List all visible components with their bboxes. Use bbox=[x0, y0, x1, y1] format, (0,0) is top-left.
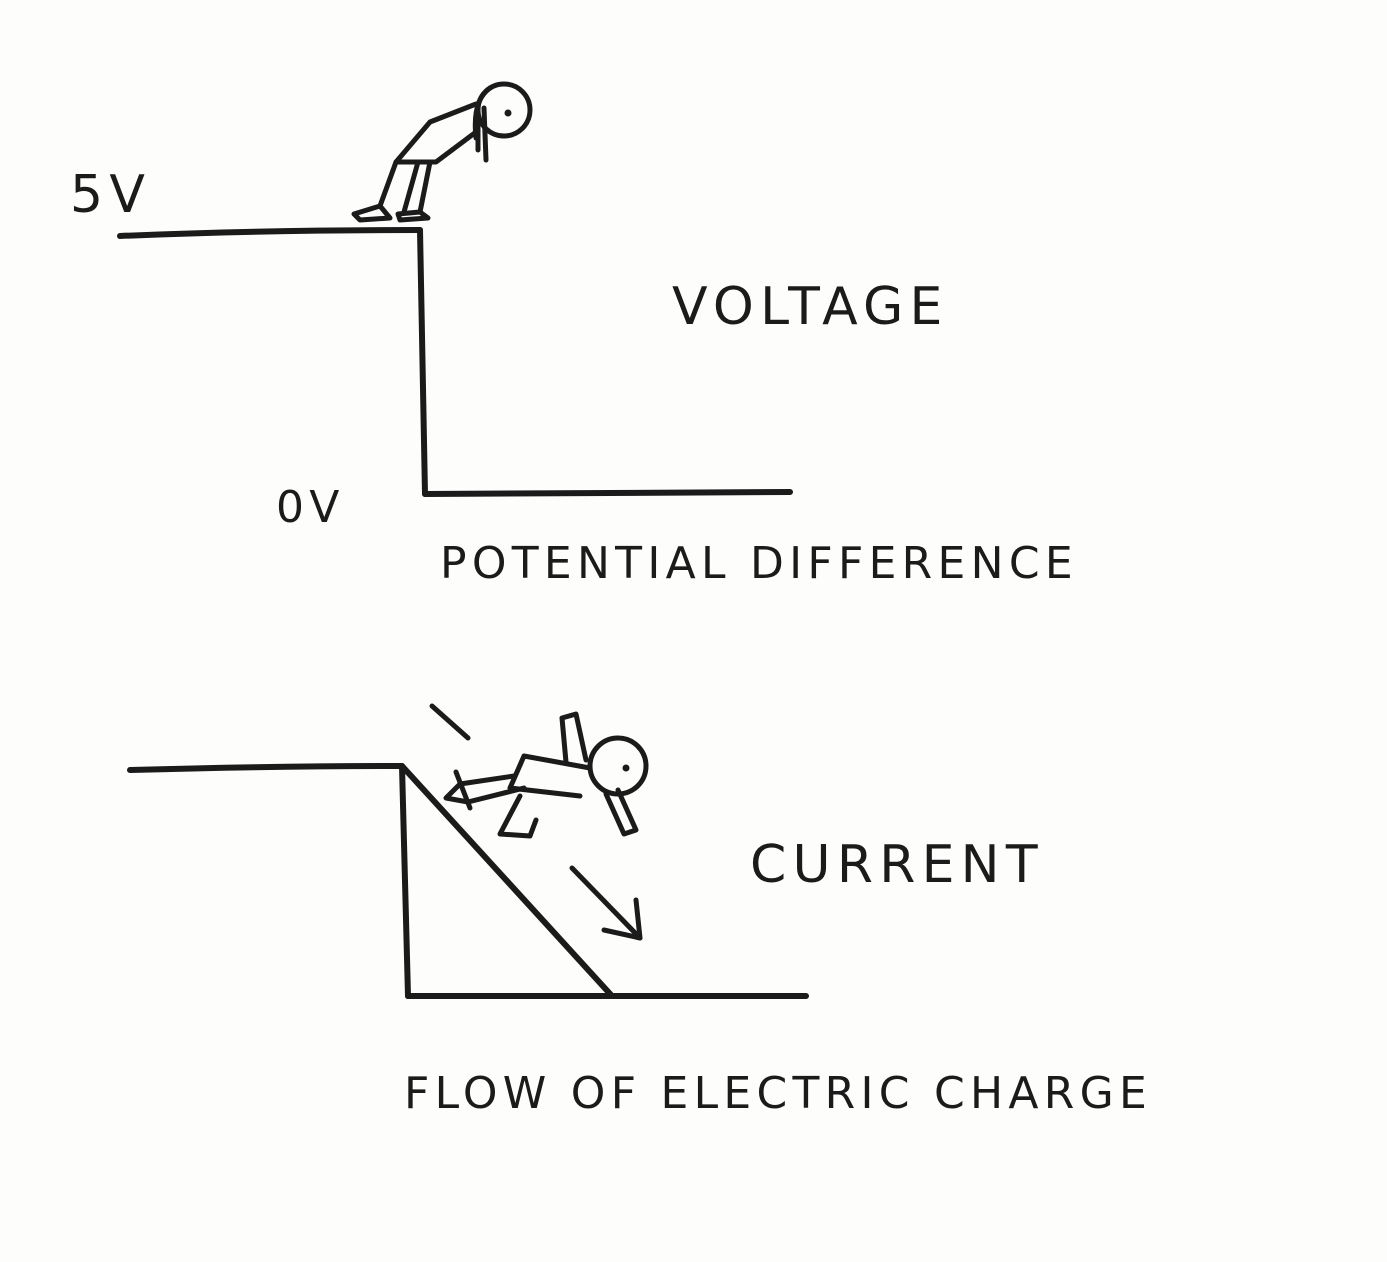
ramp-slope-line bbox=[399, 763, 615, 999]
current-title: CURRENT bbox=[750, 835, 1044, 895]
cliff-wall-line bbox=[417, 227, 428, 497]
low-level-label: 0V bbox=[276, 482, 345, 533]
flow-of-charge-caption: FLOW OF ELECTRIC CHARGE bbox=[404, 1068, 1152, 1119]
current-panel: CURRENT FLOW OF ELECTRIC CHARGE bbox=[127, 703, 1152, 1119]
ramp-vertical-line bbox=[399, 763, 411, 999]
voltage-panel: 5V 0V VOLTAGE POTENTIAL DIFFERENCE bbox=[70, 81, 1078, 589]
peering-person-icon bbox=[351, 81, 533, 223]
cliff-high-level-line bbox=[117, 227, 423, 239]
potential-difference-caption: POTENTIAL DIFFERENCE bbox=[440, 538, 1078, 589]
down-right-arrow-icon bbox=[569, 865, 643, 941]
high-level-label: 5V bbox=[70, 165, 151, 225]
sliding-person-icon bbox=[429, 703, 649, 839]
ramp-high-level-line bbox=[127, 763, 405, 773]
voltage-title: VOLTAGE bbox=[672, 277, 949, 337]
cliff-low-level-line bbox=[422, 489, 793, 497]
